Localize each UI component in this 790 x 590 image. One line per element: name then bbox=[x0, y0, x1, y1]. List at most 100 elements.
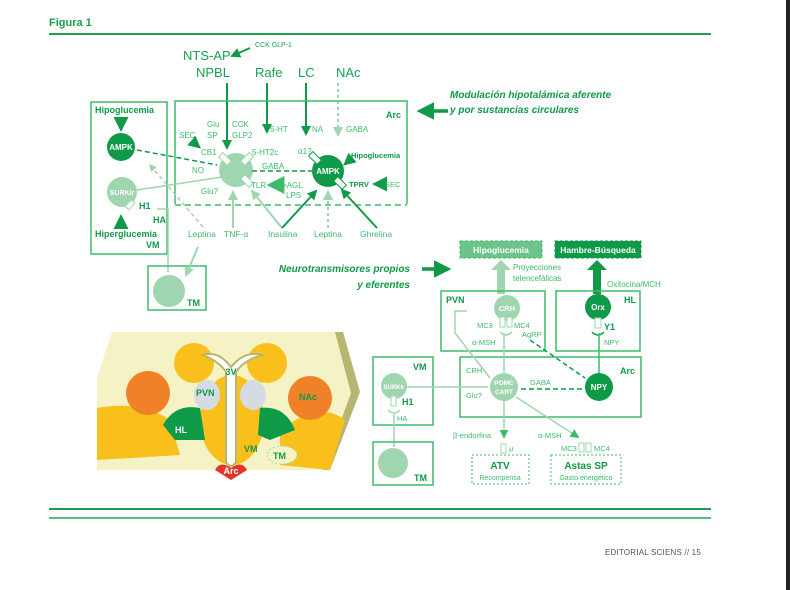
vm-ampk-label: AMPK bbox=[109, 143, 133, 152]
npy-label: NPY bbox=[591, 383, 608, 392]
anatomy-edge bbox=[323, 332, 360, 470]
input-leptina-2: Leptina bbox=[314, 229, 342, 239]
hipoglucemia-box-label: Hipoglucemia bbox=[473, 245, 529, 255]
arc-na: NA bbox=[312, 125, 324, 134]
vm-ha-bottom: HA bbox=[397, 414, 407, 423]
receptor-alpha1 bbox=[307, 150, 323, 166]
dash-ampk-cb1 bbox=[136, 149, 218, 166]
anatomy-orange-left bbox=[126, 371, 170, 415]
arc-ampk-label: AMPK bbox=[316, 167, 340, 176]
pvn-label: PVN bbox=[446, 295, 465, 305]
anatomy-hl-left bbox=[163, 407, 205, 440]
npy-node bbox=[585, 373, 613, 401]
pvn-mc4: MC4 bbox=[514, 321, 530, 330]
astas-mc3: MC3 bbox=[561, 444, 577, 453]
oxitocina-label: Oxitocina/MCH bbox=[607, 280, 661, 289]
hl-npy: NPY bbox=[604, 338, 619, 347]
anatomy-yellow-left bbox=[97, 405, 180, 460]
receptor-mc3 bbox=[499, 316, 506, 328]
crh-node bbox=[494, 295, 520, 321]
arc-sp: SP bbox=[207, 131, 218, 140]
arrow-leptina-tm bbox=[184, 246, 199, 277]
arc-crh: CRH bbox=[466, 366, 482, 375]
anatomy-pvn-left bbox=[194, 380, 220, 410]
anatomy-hl-right bbox=[258, 407, 295, 440]
anatomy-arc-label: Arc bbox=[223, 466, 238, 476]
heading-top-line1: Modulación hipotalámica aferente bbox=[450, 90, 612, 101]
input-leptina-1: Leptina bbox=[188, 229, 216, 239]
vm-h1-bottom: H1 bbox=[402, 397, 414, 407]
input-tnf: TNF-α bbox=[224, 229, 248, 239]
anatomy-nac-label: NAc bbox=[299, 392, 317, 402]
bendorfina-label: β-endorfina bbox=[453, 431, 492, 440]
arrow-hipoglucemia-arc bbox=[343, 152, 357, 166]
arrow-cck-glp1 bbox=[230, 47, 251, 58]
tm-box-bottom bbox=[372, 441, 434, 486]
receptor-tlr bbox=[239, 173, 255, 189]
pomc-label: POMC bbox=[494, 380, 514, 387]
receptor-tprv bbox=[332, 175, 348, 191]
receptor-y1 bbox=[594, 317, 602, 329]
hipoglucemia-box bbox=[459, 240, 543, 259]
line-crh-pomc bbox=[454, 310, 491, 379]
receptor-cb1 bbox=[217, 151, 233, 167]
line-ha-to-tm bbox=[157, 208, 169, 272]
label-rafe: Rafe bbox=[255, 65, 282, 80]
hl-y1: Y1 bbox=[604, 322, 615, 332]
label-cck-glp1: CCK GLP-1 bbox=[255, 42, 292, 49]
synapse-vm-bottom bbox=[387, 409, 401, 414]
vm-h1-receptor bbox=[124, 199, 136, 211]
atv-box bbox=[471, 454, 530, 485]
arc-glu: Glu bbox=[207, 120, 219, 129]
receptor-mu bbox=[500, 443, 507, 454]
arc-tprv: TPRV bbox=[349, 180, 369, 189]
arc-box-top bbox=[174, 100, 408, 204]
arc-no: NO bbox=[192, 166, 204, 175]
receptor-astas-mc4 bbox=[585, 442, 592, 453]
vm-box-top bbox=[90, 101, 168, 255]
anatomy-3v: 3V bbox=[225, 367, 236, 377]
label-nac: NAc bbox=[336, 65, 361, 80]
dash-agrp-npy bbox=[529, 339, 586, 379]
astas-title: Astas SP bbox=[564, 461, 608, 472]
page-edge bbox=[786, 0, 790, 590]
pvn-box bbox=[440, 290, 546, 352]
arrow-insulina-light bbox=[250, 189, 283, 229]
astas-sub: Gasto energético bbox=[559, 475, 612, 482]
arc-agl: >AGL bbox=[282, 181, 303, 190]
tm-box-top bbox=[147, 265, 207, 311]
arc-5ht2c: 5-HT2c bbox=[252, 148, 278, 157]
vm-hipoglucemia: Hipoglucemia bbox=[95, 105, 155, 115]
receptor-astas-mc3 bbox=[578, 442, 585, 453]
arc-cck: CCK bbox=[232, 120, 250, 129]
arc-lps: LPS bbox=[286, 191, 301, 200]
synapse-hl bbox=[591, 331, 605, 336]
arc-glp2: GLP2 bbox=[232, 131, 253, 140]
bottom-rule-2 bbox=[49, 517, 711, 519]
synapse-pvn bbox=[499, 331, 513, 336]
line-surkir-arc bbox=[136, 176, 223, 191]
label-lc: LC bbox=[298, 65, 315, 80]
arc-label-top: Arc bbox=[386, 110, 401, 120]
arrow-insulina-ampk bbox=[281, 189, 318, 229]
pomc-node bbox=[490, 373, 518, 401]
arc-glu-q: Glu? bbox=[201, 187, 218, 196]
vm-surkir-bottom-label: SURKir bbox=[383, 385, 405, 391]
top-rule bbox=[49, 33, 711, 35]
arc-label-bottom: Arc bbox=[620, 366, 635, 376]
hl-label: HL bbox=[624, 295, 636, 305]
tm-label-bottom: TM bbox=[414, 473, 427, 483]
vm-surkir-label: SURKir bbox=[110, 190, 135, 197]
anatomy-orange-right bbox=[288, 376, 332, 420]
arrow-orx-up bbox=[587, 260, 607, 294]
arc-tlr: TLR bbox=[251, 181, 266, 190]
heading-bottom-line2: y eferentes bbox=[356, 280, 410, 291]
orx-node bbox=[585, 294, 611, 320]
input-ghrelina: Ghrelina bbox=[360, 229, 392, 239]
amsh-label-2: α-MSH bbox=[538, 431, 562, 440]
arrow-ghrelina bbox=[340, 188, 378, 229]
heading-bottom-line1: Neurotransmisores propios bbox=[279, 264, 411, 275]
anatomy-third-ventricle bbox=[200, 352, 266, 467]
vm-h1-label: H1 bbox=[139, 201, 151, 211]
